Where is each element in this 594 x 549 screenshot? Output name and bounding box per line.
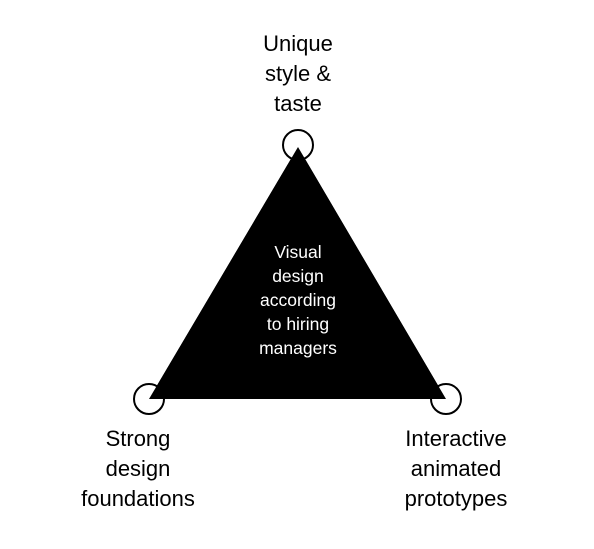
- top-vertex-label: Unique style & taste: [263, 31, 333, 116]
- triangle-overlay: [149, 147, 446, 399]
- bottom-right-vertex-label: Interactive animated prototypes: [404, 426, 508, 511]
- bottom-left-vertex-label: Strong design foundations: [81, 426, 195, 511]
- center-label: Visual design according to hiring manage…: [259, 242, 337, 358]
